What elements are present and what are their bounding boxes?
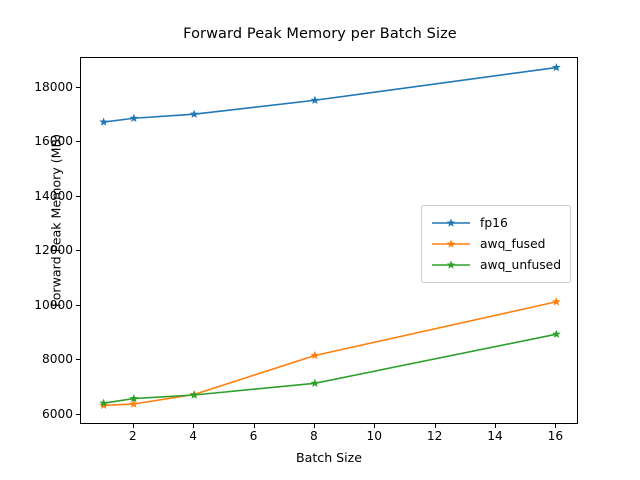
x-tick-label: 16 bbox=[547, 429, 564, 443]
x-tick-mark bbox=[555, 424, 557, 428]
x-tick-mark bbox=[374, 424, 376, 428]
y-tick-mark bbox=[76, 304, 80, 306]
data-point-marker bbox=[129, 393, 139, 403]
x-tick-label: 2 bbox=[128, 429, 137, 443]
data-point-marker bbox=[551, 329, 561, 338]
x-tick-label: 8 bbox=[310, 429, 318, 443]
x-tick-mark bbox=[313, 424, 315, 428]
series-canvas bbox=[99, 62, 561, 410]
y-tick-mark bbox=[76, 413, 80, 415]
data-point-marker bbox=[99, 117, 109, 126]
y-axis-tick-labels: 6000 8000 10000 12000 14000 16000 18000 bbox=[0, 0, 73, 480]
series-line-awq_unfused bbox=[103, 333, 557, 404]
x-tick-mark bbox=[253, 424, 255, 428]
y-tick-mark bbox=[76, 195, 80, 197]
data-point-marker bbox=[129, 399, 139, 408]
chart-title: Forward Peak Memory per Batch Size bbox=[183, 26, 457, 42]
y-tick-label: 18000 bbox=[34, 79, 73, 94]
y-tick-label: 16000 bbox=[34, 134, 73, 149]
x-tick-label: 4 bbox=[189, 429, 198, 443]
y-tick-label: 14000 bbox=[34, 188, 73, 203]
data-point-marker bbox=[551, 297, 561, 306]
x-tick-mark bbox=[495, 424, 496, 428]
legend-label-fp16: fp16 bbox=[480, 215, 508, 230]
y-tick-mark bbox=[76, 359, 80, 361]
x-tick-label: 10 bbox=[366, 429, 383, 443]
legend: fp16 awq_fused awq_unfused bbox=[421, 205, 572, 283]
data-point-marker bbox=[310, 95, 320, 104]
y-tick-label: 8000 bbox=[41, 352, 73, 367]
x-tick-mark bbox=[434, 424, 436, 428]
data-point-marker bbox=[310, 350, 320, 360]
legend-item-awq-unfused: awq_unfused bbox=[431, 254, 561, 275]
legend-item-awq-fused: awq_fused bbox=[431, 233, 561, 254]
y-tick-label: 10000 bbox=[34, 297, 73, 312]
y-tick-mark bbox=[76, 141, 80, 143]
data-point-marker bbox=[99, 398, 109, 407]
y-tick-label: 12000 bbox=[34, 243, 73, 258]
x-tick-label: 6 bbox=[249, 429, 258, 443]
data-point-marker bbox=[551, 62, 561, 72]
x-tick-mark bbox=[193, 424, 195, 428]
x-tick-mark bbox=[132, 424, 134, 428]
data-point-marker bbox=[310, 378, 320, 387]
data-point-marker bbox=[189, 390, 199, 399]
series-line-awq_fused bbox=[103, 300, 557, 407]
legend-line-sample-awq-unfused bbox=[432, 259, 470, 269]
data-point-marker bbox=[189, 109, 199, 118]
x-tick-label: 14 bbox=[487, 429, 503, 443]
legend-label-awq-unfused: awq_unfused bbox=[480, 257, 562, 272]
legend-line-sample-awq-fused bbox=[432, 238, 470, 248]
series-line-fp16 bbox=[103, 66, 557, 123]
data-point-marker bbox=[129, 113, 139, 122]
x-axis-label: Batch Size bbox=[295, 450, 363, 465]
legend-line-sample-fp16 bbox=[432, 217, 470, 227]
y-tick-label: 6000 bbox=[41, 406, 73, 421]
y-tick-mark bbox=[76, 250, 80, 252]
legend-item-fp16: fp16 bbox=[431, 212, 561, 233]
x-tick-label: 12 bbox=[426, 429, 443, 443]
y-tick-mark bbox=[76, 86, 80, 88]
legend-label-awq-fused: awq_fused bbox=[480, 236, 546, 251]
